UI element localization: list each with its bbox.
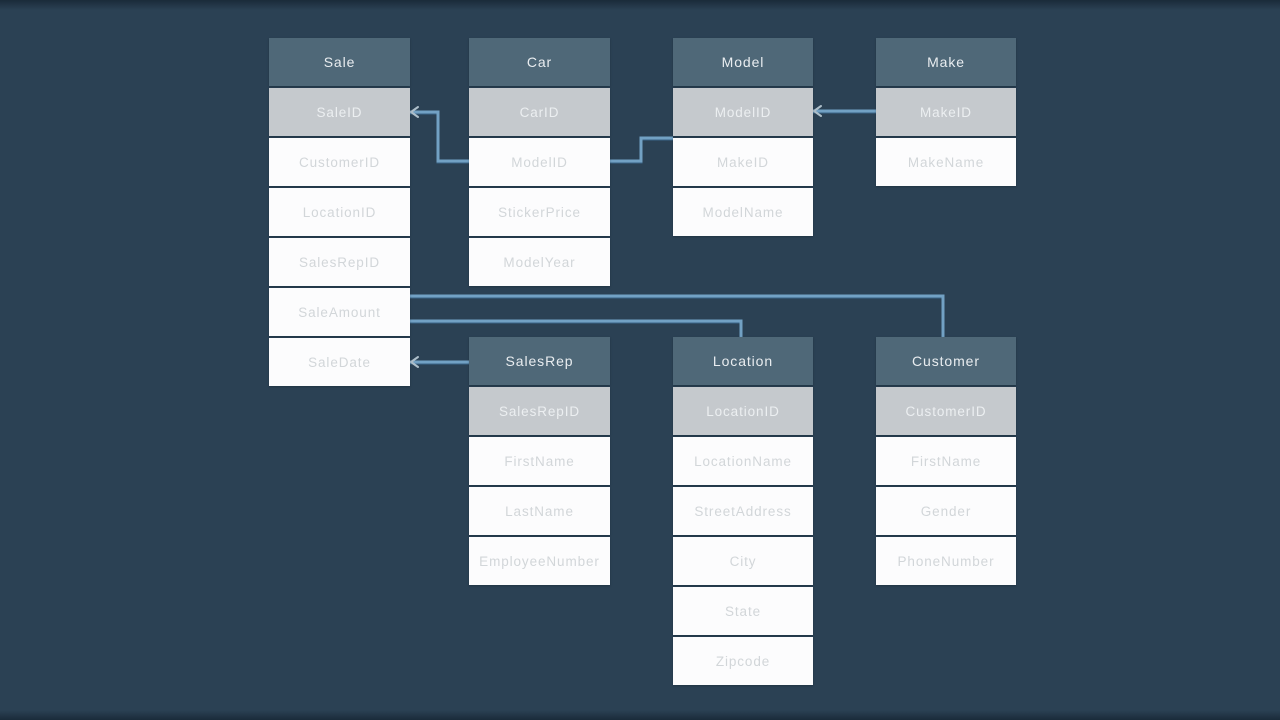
table-customer-field: PhoneNumber: [876, 537, 1016, 585]
sale-to-location: [410, 319, 743, 340]
table-salesrep-title: SalesRep: [469, 337, 610, 385]
table-salesrep-primary-key: SalesRepID: [469, 387, 610, 435]
tick-sale-saledate: [410, 356, 419, 368]
table-location-field: Zipcode: [673, 637, 813, 685]
car-modelid-to-model-modelid: [610, 136, 673, 163]
tick-model-modelid: [813, 105, 822, 117]
table-salesrep-field: FirstName: [469, 437, 610, 485]
sale-to-customer: [410, 294, 945, 340]
table-customer-field: FirstName: [876, 437, 1016, 485]
table-sale-field: SaleAmount: [269, 288, 410, 336]
table-make-title: Make: [876, 38, 1016, 86]
table-location-field: City: [673, 537, 813, 585]
sale-saleid-to-car-modelid: [410, 110, 469, 163]
table-location-primary-key: LocationID: [673, 387, 813, 435]
table-car-title: Car: [469, 38, 610, 86]
table-car-field: ModelYear: [469, 238, 610, 286]
table-model-primary-key: ModelID: [673, 88, 813, 136]
table-salesrep-field: EmployeeNumber: [469, 537, 610, 585]
table-model-field: ModelName: [673, 188, 813, 236]
table-sale-primary-key: SaleID: [269, 88, 410, 136]
table-sale-field: SaleDate: [269, 338, 410, 386]
table-car-primary-key: CarID: [469, 88, 610, 136]
table-location-field: LocationName: [673, 437, 813, 485]
table-customer-primary-key: CustomerID: [876, 387, 1016, 435]
table-location-title: Location: [673, 337, 813, 385]
table-sale-field: CustomerID: [269, 138, 410, 186]
table-make-field: MakeName: [876, 138, 1016, 186]
table-sale-field: LocationID: [269, 188, 410, 236]
table-sale-field: SalesRepID: [269, 238, 410, 286]
table-location-field: State: [673, 587, 813, 635]
table-model-title: Model: [673, 38, 813, 86]
table-car-field: StickerPrice: [469, 188, 610, 236]
sale-to-customer-shadow: [410, 295, 945, 341]
tick-sale-saleid: [410, 106, 419, 118]
table-customer-field: Gender: [876, 487, 1016, 535]
table-sale-title: Sale: [269, 38, 410, 86]
table-salesrep-field: LastName: [469, 487, 610, 535]
table-location-field: StreetAddress: [673, 487, 813, 535]
table-model-field: MakeID: [673, 138, 813, 186]
table-car-field: ModelID: [469, 138, 610, 186]
table-make-primary-key: MakeID: [876, 88, 1016, 136]
table-customer-title: Customer: [876, 337, 1016, 385]
